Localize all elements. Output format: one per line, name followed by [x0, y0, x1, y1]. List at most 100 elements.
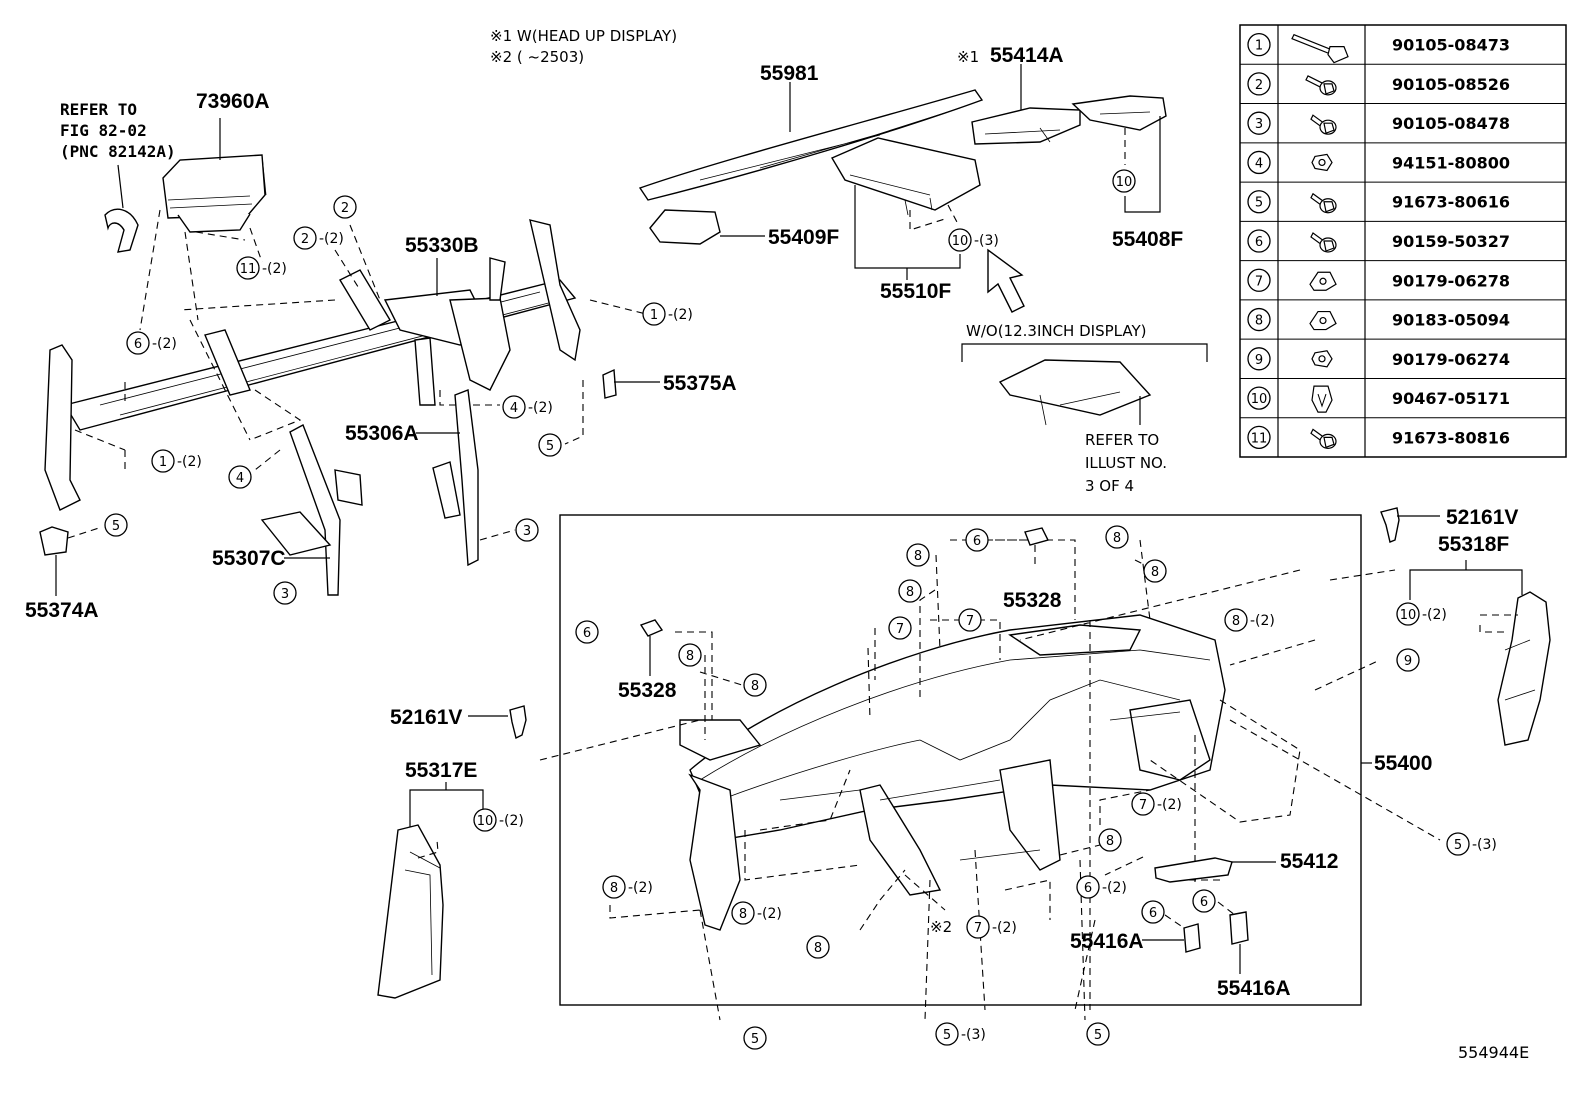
callout-number: 8	[1232, 614, 1240, 629]
callout-10: 10-(2)	[1396, 602, 1447, 626]
callout-quantity: -(2)	[1157, 797, 1182, 813]
screw-icon	[1310, 192, 1337, 214]
callout-number: 9	[1404, 654, 1412, 669]
callout-number: 5	[112, 519, 120, 534]
callout-3: 3	[515, 518, 539, 542]
fastener-number-circle	[1247, 425, 1271, 450]
fastener-number: 3	[1255, 117, 1263, 132]
refer-fig-line3: (PNC 82142A)	[60, 142, 176, 161]
callout-number: 5	[1094, 1028, 1102, 1043]
fastener-number-circle	[1247, 72, 1271, 96]
screw-icon	[1310, 232, 1337, 253]
callout-quantity: -(2)	[177, 454, 202, 470]
callout-8: 8	[806, 935, 830, 959]
callout-number: 8	[610, 881, 618, 896]
fastener-part-number: 90105-08526	[1392, 75, 1510, 94]
fastener-number-circle	[1247, 268, 1271, 292]
callout-8: 8 -(2)	[602, 875, 653, 899]
fastener-number: 1	[1255, 39, 1263, 54]
fastener-number-circle	[1247, 190, 1271, 214]
callout-3: 3	[273, 581, 297, 605]
mark-hud: ※1	[957, 48, 979, 66]
callout-number: 8	[914, 549, 922, 564]
callout-number: 8	[906, 585, 914, 600]
label-55318F: 55318F	[1438, 533, 1509, 556]
label-52161V-left: 52161V	[390, 706, 462, 729]
clip-55328-left	[639, 619, 664, 637]
airbag-module-73960A	[162, 118, 267, 233]
callout-8: 8 -(2)	[731, 901, 782, 925]
refer-fig-line1: REFER TO	[60, 100, 137, 119]
clip-icon	[1311, 385, 1333, 413]
callout-quantity: -(2)	[628, 880, 653, 896]
callout-number: 6	[1084, 881, 1092, 896]
fastener-part-number: 91673-80616	[1392, 193, 1510, 212]
fastener-number: 8	[1255, 314, 1263, 329]
callout-7: 7	[958, 608, 982, 632]
callout-6: 6-(2)	[1076, 875, 1127, 899]
fastener-number: 4	[1255, 156, 1263, 171]
label-55409F: 55409F	[768, 226, 839, 249]
label-55510F: 55510F	[880, 280, 951, 303]
callout-quantity: -(2)	[1422, 607, 1447, 623]
fastener-part-number: 90105-08473	[1392, 36, 1510, 55]
label-55408F: 55408F	[1112, 228, 1183, 251]
callout-quantity: -(2)	[319, 231, 344, 247]
refer-fig-line2: FIG 82-02	[60, 121, 147, 140]
callout-7: 7	[888, 616, 912, 640]
clip-52161V-right	[1380, 507, 1440, 543]
callout-number: 8	[1113, 531, 1121, 546]
short-bolt-icon	[1310, 114, 1337, 135]
callout-2: 2	[333, 195, 357, 219]
fastener-row: 4 94151-80800	[1240, 142, 1566, 175]
label-55375A: 55375A	[663, 372, 737, 395]
label-55306A: 55306A	[345, 422, 419, 445]
callout-number: 6	[1149, 906, 1157, 921]
callout-number: 8	[814, 941, 822, 956]
screw-icon	[1310, 428, 1337, 449]
callout-5: 5	[538, 433, 562, 457]
nut-icon	[1311, 153, 1333, 172]
label-55317E: 55317E	[405, 759, 477, 782]
callout-10: 10	[1112, 169, 1136, 193]
fastener-number: 9	[1255, 353, 1263, 368]
label-55307C: 55307C	[212, 547, 286, 570]
callout-8: 8	[1143, 559, 1167, 583]
callout-number: 4	[236, 471, 244, 486]
callout-10: 10-(2)	[473, 808, 524, 832]
callout-number: 6	[1200, 895, 1208, 910]
fastener-part-number: 90159-50327	[1392, 232, 1510, 251]
label-55414A: 55414A	[990, 44, 1064, 67]
bracket-55375A	[602, 368, 660, 399]
long-flange-bolt-icon	[1291, 33, 1349, 64]
cover-55409F	[649, 209, 765, 245]
callout-number: 8	[751, 679, 759, 694]
garnish-55412	[1154, 857, 1276, 883]
fastener-number: 5	[1255, 196, 1263, 211]
callout-number: 5	[943, 1028, 951, 1043]
callout-1: 1-(2)	[151, 449, 202, 473]
callout-5: 5	[104, 513, 128, 537]
callout-number: 6	[973, 534, 981, 549]
fastener-row: 5 91673-80616	[1240, 181, 1566, 214]
callout-6: 6	[1192, 889, 1216, 913]
label-55400: 55400	[1374, 752, 1432, 775]
side-panel-55318F	[1497, 591, 1551, 746]
brace-55306A	[432, 389, 479, 567]
note-range: ※2 ( ~2503)	[490, 48, 584, 66]
fastener-part-number: 90183-05094	[1392, 311, 1510, 330]
callout-1: 1-(2)	[642, 302, 693, 326]
callout-quantity: -(2)	[757, 906, 782, 922]
diagram-id: 554944E	[1458, 1043, 1529, 1062]
callout-number: 8	[739, 907, 747, 922]
fastener-part-number: 94151-80800	[1392, 153, 1510, 172]
callout-quantity: -(2)	[668, 307, 693, 323]
fastener-number: 11	[1251, 431, 1268, 446]
callout-quantity: -(2)	[152, 336, 177, 352]
label-55981: 55981	[760, 62, 819, 85]
